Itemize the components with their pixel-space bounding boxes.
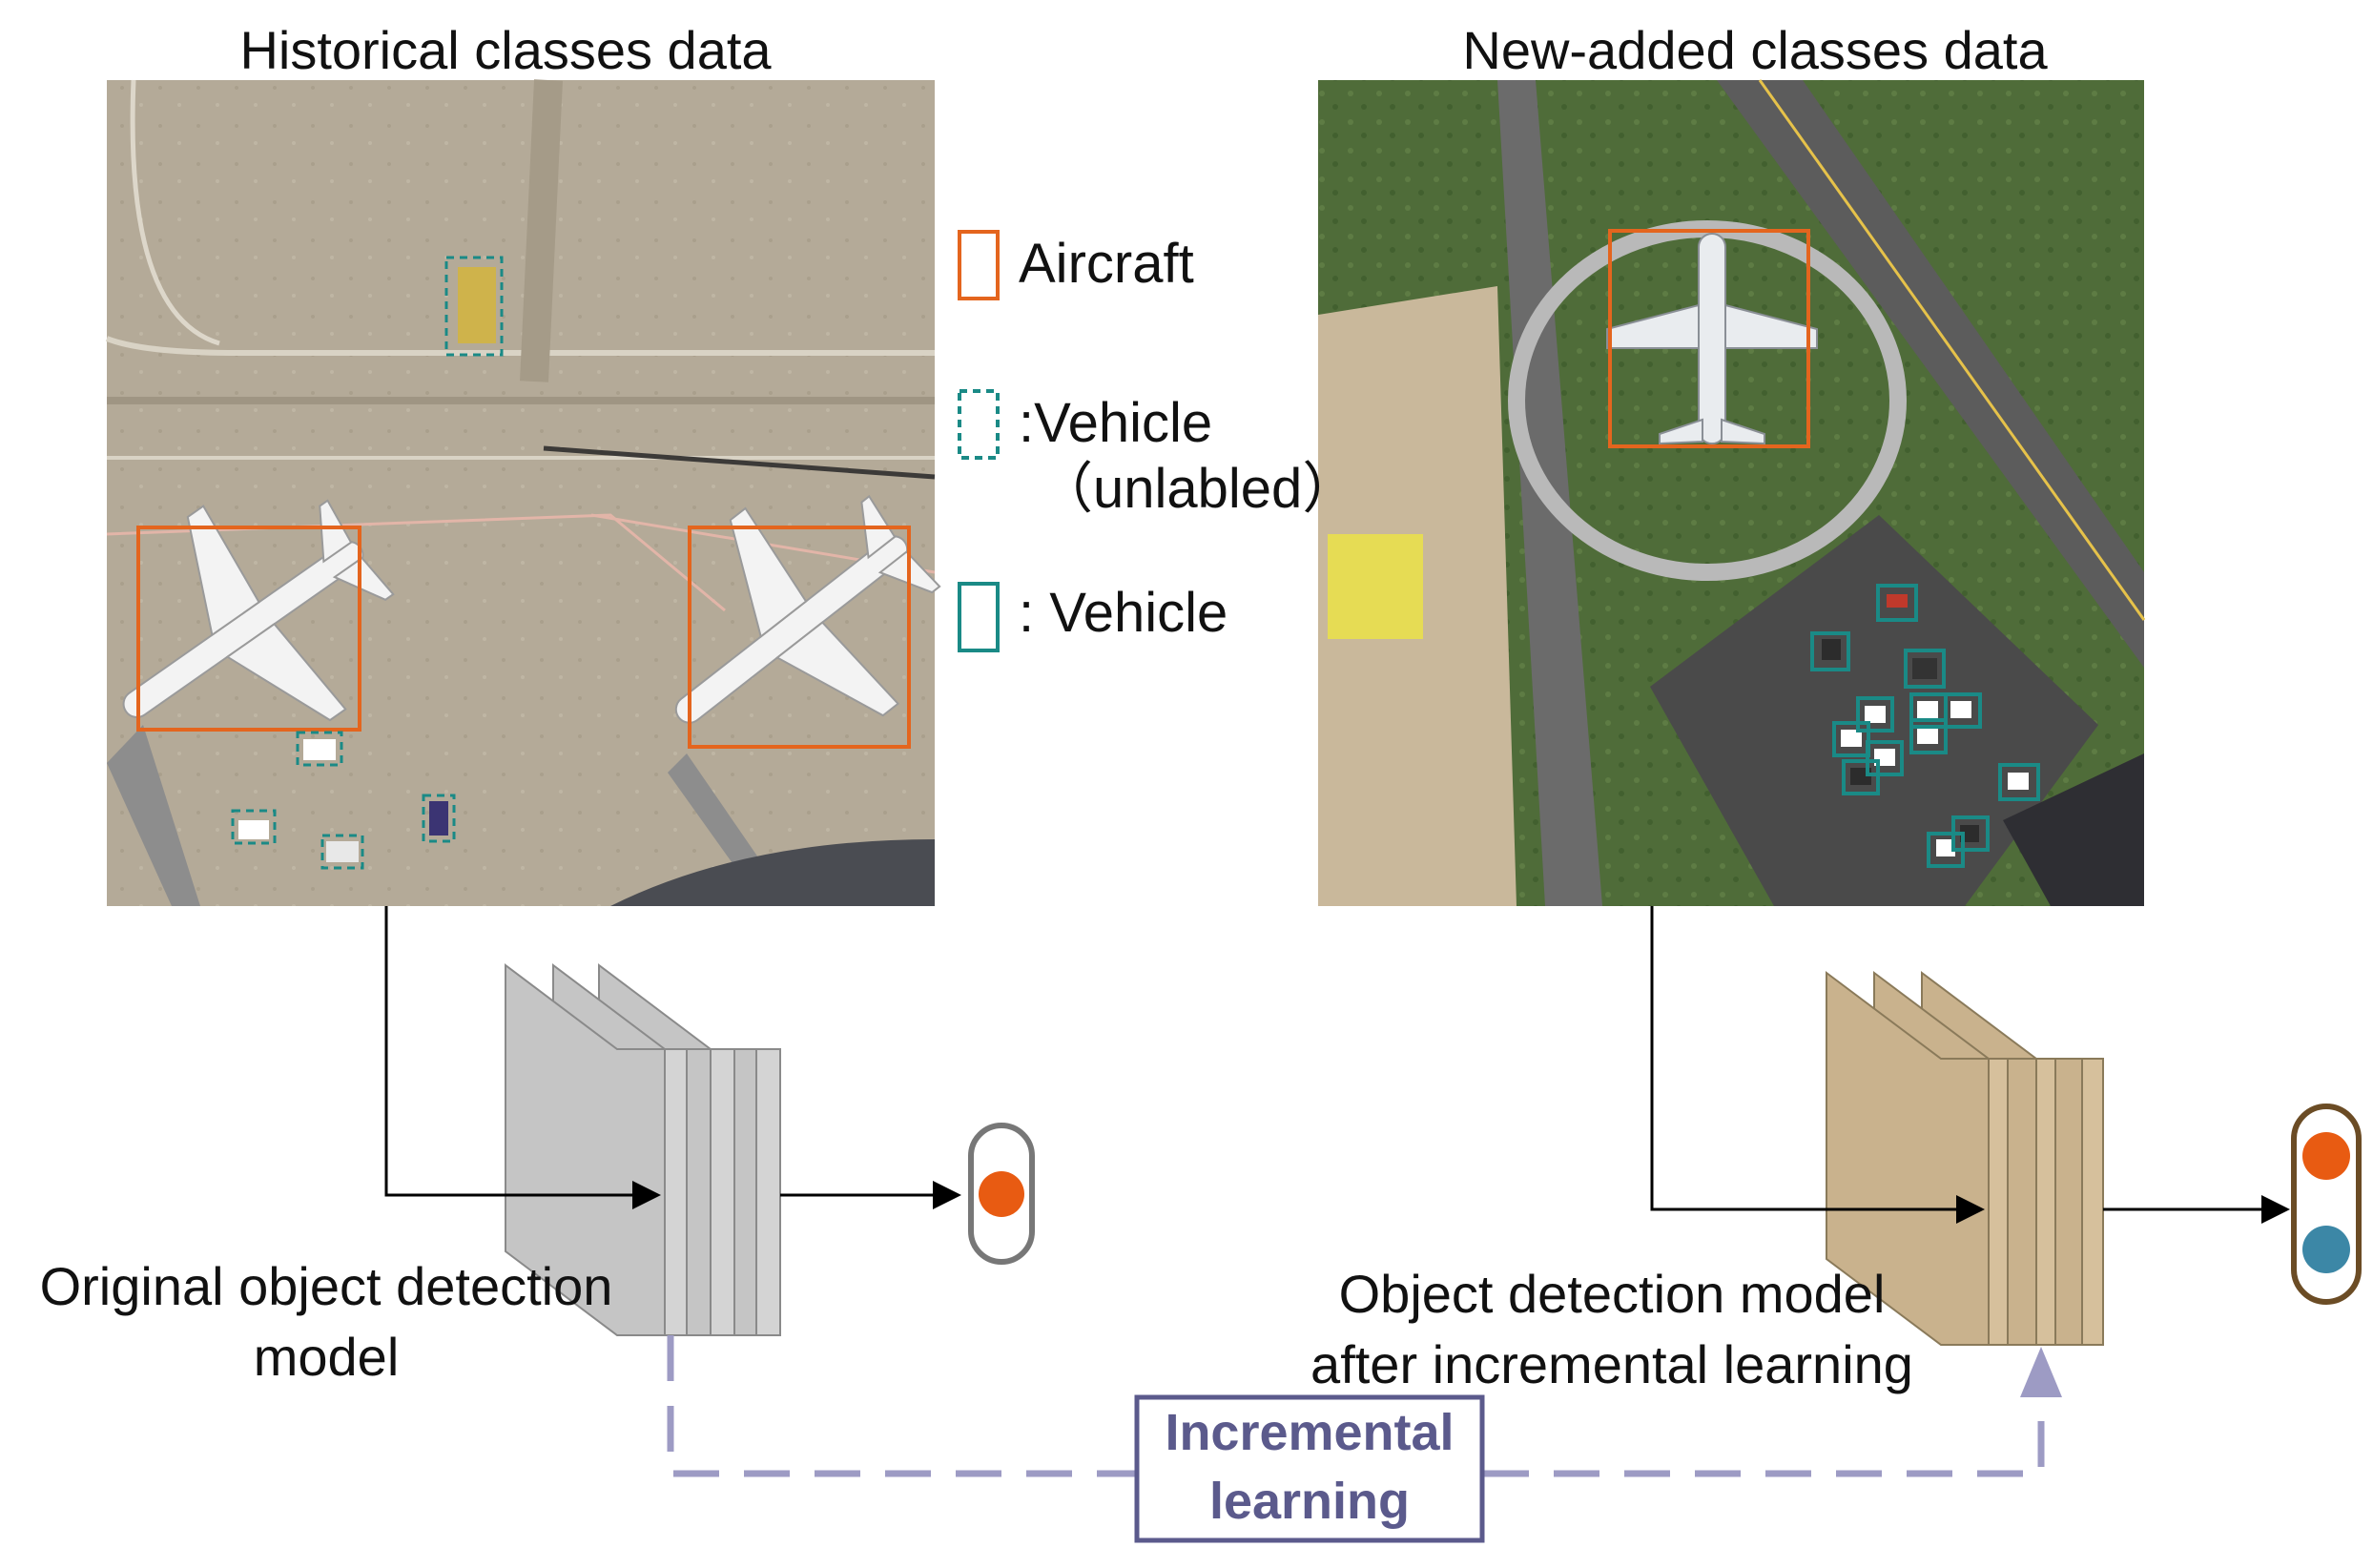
- legend: Aircraft :Vehicle （unlabled） : Vehicle: [958, 230, 1357, 652]
- new-added-image: [1318, 79, 2146, 906]
- incremental-learning-label-line2: learning: [1209, 1473, 1410, 1530]
- legend-vehicle-swatch: [958, 582, 1000, 652]
- original-output: [968, 1123, 1035, 1265]
- output-dot-aircraft: [2302, 1132, 2350, 1180]
- vehicle-unlabeled-box: [444, 256, 504, 357]
- incremental-learning-label-line1: Incremental: [1165, 1404, 1454, 1461]
- legend-vehicle-unlabeled-swatch: [958, 389, 1000, 460]
- historical-image: [105, 79, 941, 906]
- aircraft-box: [688, 526, 911, 749]
- vehicle-unlabeled-box: [296, 731, 343, 767]
- original-model-stack: [505, 962, 781, 1336]
- incremental-model-caption-line2: after incremental learning: [1310, 1334, 1913, 1394]
- incremental-learning-box: Incremental learning: [1134, 1394, 1485, 1543]
- legend-vehicle-unlabeled-note: （unlabled）: [1038, 458, 1357, 520]
- vehicle-unlabeled-box: [320, 834, 364, 870]
- input-arrow-original: [384, 906, 661, 1209]
- output-dot-vehicle: [2302, 1226, 2350, 1273]
- original-model-caption-line1: Original object detection: [40, 1256, 613, 1316]
- legend-vehicle-label: : Vehicle: [1019, 582, 1228, 644]
- legend-vehicle-unlabeled-label: :Vehicle: [1019, 392, 1212, 454]
- aircraft-box: [1608, 229, 1810, 448]
- vehicle-box: [1856, 696, 1894, 732]
- vehicle-box: [1944, 692, 1982, 729]
- original-model-caption-line2: model: [254, 1327, 400, 1387]
- vehicle-box: [1998, 763, 2040, 801]
- vehicle-unlabeled-box: [231, 809, 277, 845]
- vehicle-box: [1904, 649, 1946, 689]
- incremental-model-stack: [1826, 971, 2104, 1346]
- incremental-output: [2291, 1104, 2362, 1305]
- aircraft-box: [136, 526, 361, 732]
- incremental-learning-arrow: [667, 1335, 2062, 1477]
- output-dot-aircraft: [979, 1171, 1024, 1217]
- historical-title: Historical classes data: [239, 20, 772, 80]
- vehicle-box: [1810, 631, 1850, 671]
- incremental-model-caption-line1: Object detection model: [1339, 1264, 1886, 1324]
- input-arrow-incremental: [1650, 906, 1985, 1224]
- vehicle-box: [1927, 832, 1965, 868]
- legend-aircraft-swatch: [958, 230, 1000, 300]
- vehicle-box: [1866, 740, 1904, 776]
- legend-aircraft-label: Aircraft: [1019, 233, 1194, 295]
- vehicle-box: [1909, 718, 1948, 754]
- vehicle-box: [1876, 584, 1918, 622]
- vehicle-box: [1832, 721, 1870, 757]
- vehicle-unlabeled-box: [422, 794, 456, 843]
- new-added-title: New-added classes data: [1462, 20, 2048, 80]
- vehicle-box: [1842, 759, 1880, 795]
